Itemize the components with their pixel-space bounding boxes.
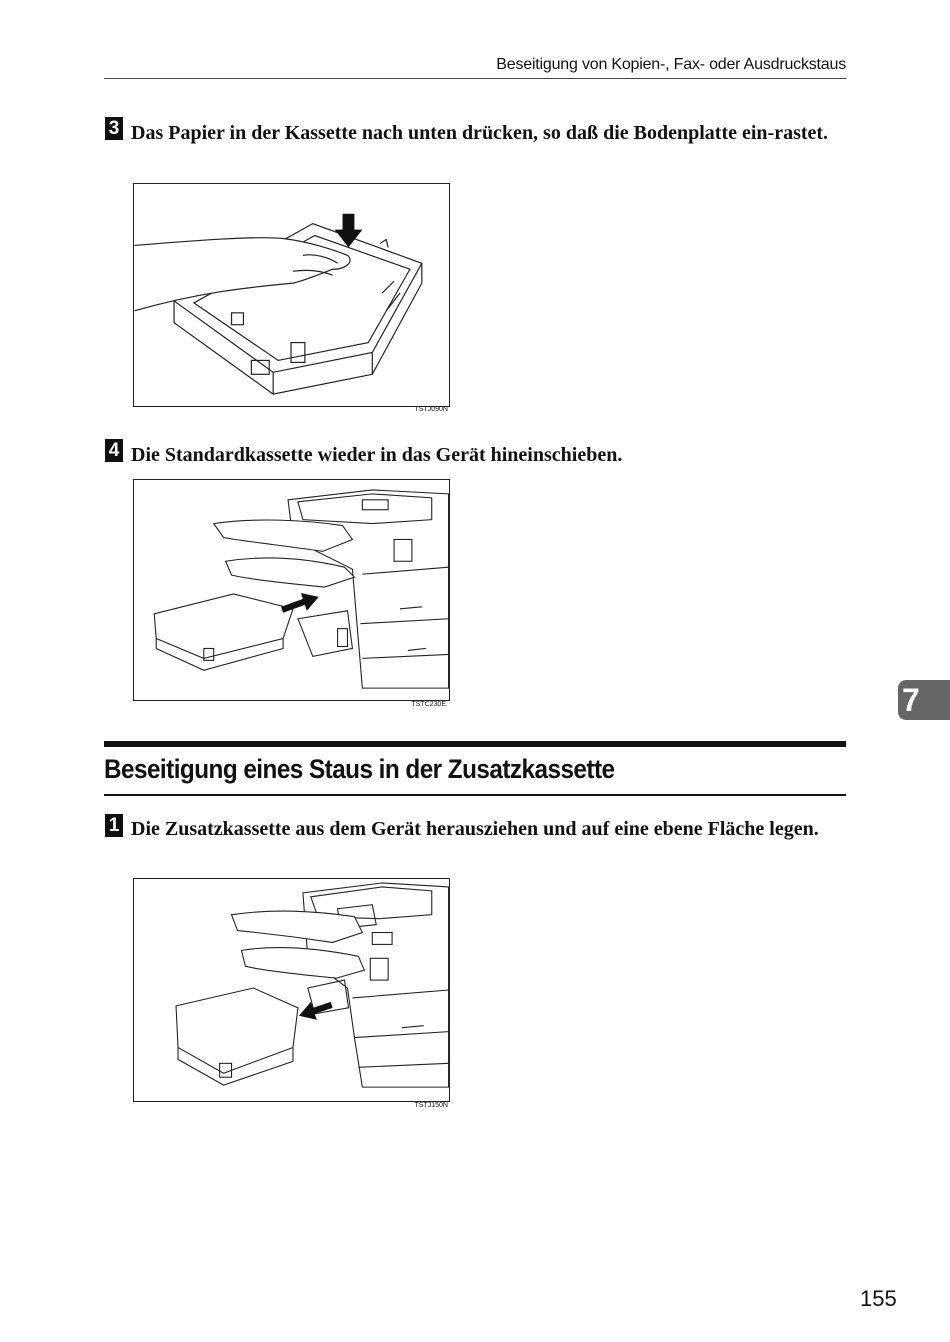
- figure-code: TSTC230E: [411, 701, 446, 708]
- illustration-insert-standard-cassette: [133, 479, 450, 701]
- step-number-badge: 1: [105, 814, 123, 837]
- page-number: 155: [860, 1286, 897, 1311]
- step-number-badge: 4: [105, 439, 123, 462]
- section-title: Beseitigung eines Staus in der Zusatzkas…: [104, 754, 615, 784]
- step-number: 1: [108, 815, 120, 836]
- step-number-badge: 3: [105, 117, 123, 140]
- section-bottom-rule: [104, 794, 846, 796]
- chapter-tab: 7: [898, 680, 950, 720]
- step-instruction: Die Standardkassette wieder in das Gerät…: [131, 444, 623, 466]
- section-top-rule: [104, 741, 846, 747]
- step-instruction: Die Zusatzkassette aus dem Gerät herausz…: [131, 818, 819, 840]
- step-instruction: Das Papier in der Kassette nach unten dr…: [131, 122, 829, 144]
- illustration-pull-out-extra-cassette: [133, 878, 450, 1102]
- header-rule: [104, 78, 846, 79]
- tray-drawing: [134, 213, 423, 395]
- step-number: 4: [108, 440, 120, 461]
- machine-pull-drawing: [175, 882, 449, 1088]
- running-header: Beseitigung von Kopien-, Fax- oder Ausdr…: [496, 56, 846, 73]
- figure-code: TSTJ150N: [414, 1102, 448, 1109]
- machine-insert-drawing: [153, 489, 449, 689]
- figure-code: TSTJ090N: [414, 406, 448, 413]
- illustration-press-paper-tray: [133, 183, 450, 407]
- step-number: 3: [108, 118, 120, 139]
